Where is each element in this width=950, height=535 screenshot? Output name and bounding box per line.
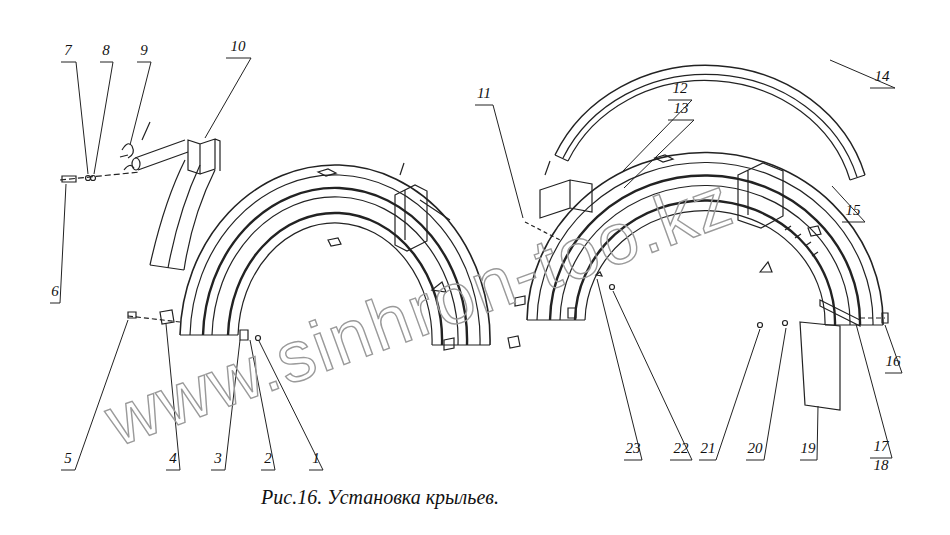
callout-number: 4 [169, 451, 177, 468]
callout-number: 5 [64, 451, 72, 468]
callout-number: 7 [64, 43, 72, 60]
callout-number: 23 [626, 441, 641, 458]
callout-number: 13 [674, 101, 689, 118]
callout-number: 22 [674, 441, 689, 458]
left-bracket [60, 122, 220, 270]
callout-number: 15 [846, 203, 861, 220]
callout-number: 21 [701, 441, 716, 458]
callout-number: 12 [673, 81, 688, 98]
callout-number: 1 [312, 451, 320, 468]
callout-number: 19 [801, 441, 816, 458]
callout-number: 10 [231, 39, 246, 56]
figure-caption: Рис.16. Установка крыльев. [261, 486, 499, 509]
callout-number: 9 [140, 43, 148, 60]
callout-number: 14 [875, 69, 890, 86]
callout-number: 2 [264, 451, 272, 468]
callout-number: 18 [874, 458, 889, 475]
mudflap [758, 300, 889, 410]
callout-number: 17 [874, 439, 889, 456]
leader-lines [50, 58, 902, 470]
callout-number: 3 [214, 451, 222, 468]
callout-number: 20 [748, 441, 763, 458]
callout-number: 6 [51, 284, 59, 301]
callout-number: 16 [886, 354, 901, 371]
callout-number: 8 [102, 43, 110, 60]
callout-number: 11 [477, 86, 491, 103]
